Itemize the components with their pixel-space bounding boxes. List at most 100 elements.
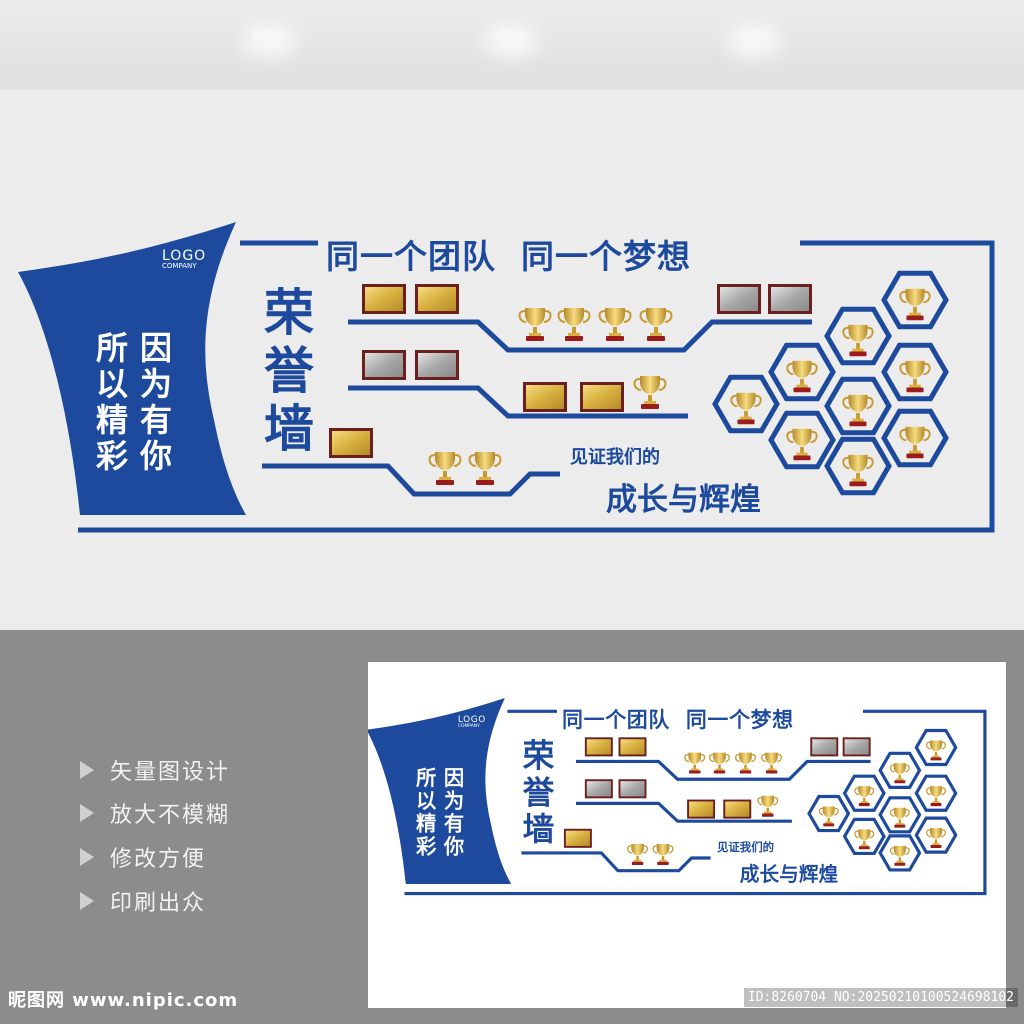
shelf-3 <box>262 463 560 497</box>
slogan-col-2: 因为有你 <box>140 329 173 475</box>
play-arrow-icon <box>80 804 94 822</box>
trophy-icon <box>854 829 875 850</box>
trophy-icon <box>761 752 782 774</box>
trophy-icon <box>899 360 931 393</box>
hexagon-frame <box>881 408 949 468</box>
trophy-icon <box>899 288 931 321</box>
gold-plaque-icon <box>584 737 613 757</box>
trophy-icon <box>468 452 502 485</box>
trophy-icon <box>889 763 910 784</box>
trophy-icon <box>926 828 946 848</box>
hexagon-frame <box>878 796 922 834</box>
slogan-col-1: 所以精彩 <box>96 329 129 475</box>
top-title: 同一个团队 同一个梦想 <box>562 707 794 733</box>
trophy-icon <box>786 428 818 461</box>
hexagon-frame <box>824 376 892 436</box>
shelf-1 <box>348 319 812 353</box>
hexagon-frame <box>712 374 780 434</box>
trophy-icon <box>518 308 552 341</box>
trophy-icon <box>709 752 730 774</box>
trophy-icon <box>730 392 762 425</box>
play-arrow-icon <box>80 892 94 910</box>
hexagon-frame <box>768 342 836 402</box>
growth-line: 成长与辉煌 <box>739 863 839 886</box>
shelf-2 <box>348 385 688 419</box>
hexagon-frame <box>878 834 922 872</box>
trophy-icon <box>428 452 462 485</box>
trophy-icon <box>627 844 649 865</box>
main-title: 荣誉墙 <box>264 283 314 458</box>
gold-plaque-icon <box>523 382 567 412</box>
logo: LOGO COMPANY <box>162 248 207 270</box>
trophy-icon <box>633 376 667 409</box>
honor-wall-main: LOGO COMPANY 所以精彩 因为有你 荣誉墙 同一个团队 同一个梦想 见… <box>18 222 995 533</box>
hexagon-frame <box>881 270 949 330</box>
witness-line: 见证我们的 <box>716 840 775 855</box>
slogan-col-1: 所以精彩 <box>415 765 437 859</box>
trophy-icon <box>899 426 931 459</box>
hexagon-frame <box>824 436 892 496</box>
hexagon-frame <box>842 817 886 856</box>
blue-banner <box>18 222 246 515</box>
trophy-icon <box>818 806 839 827</box>
feature-item: 放大不模糊 <box>80 797 230 829</box>
trophy-icon <box>889 845 910 866</box>
blue-banner <box>368 697 512 885</box>
trophy-icon <box>842 454 874 487</box>
spotlight-right-icon <box>737 30 771 40</box>
honor-wall-artwork-small <box>368 697 987 896</box>
hexagon-frame <box>768 410 836 470</box>
play-arrow-icon <box>80 761 94 779</box>
honor-wall-artwork <box>18 222 995 533</box>
gold-plaque-icon <box>687 799 716 819</box>
trophy-icon <box>639 308 673 341</box>
top-title: 同一个团队 同一个梦想 <box>326 237 691 276</box>
silver-plaque-icon <box>842 737 871 757</box>
slogan-col-2: 因为有你 <box>443 765 465 859</box>
frame-top-line <box>78 240 995 533</box>
feature-item: 印刷出众 <box>80 885 206 917</box>
trophy-icon <box>684 752 706 774</box>
trophy-icon <box>926 740 946 761</box>
trophy-icon <box>854 786 875 807</box>
hexagon-frame <box>914 816 958 854</box>
growth-line: 成长与辉煌 <box>606 482 761 518</box>
honor-wall-preview: LOGO COMPANY 所以精彩 因为有你 荣誉墙 同一个团队 同一个梦想 见… <box>368 662 1005 957</box>
gold-plaque-icon <box>415 284 459 314</box>
gold-plaque-icon <box>618 737 647 757</box>
design-preview: LOGO COMPANY 所以精彩 因为有你 荣誉墙 同一个团队 同一个梦想 见… <box>368 662 1006 1008</box>
gold-plaque-icon <box>580 382 624 412</box>
hexagon-frame <box>824 306 892 366</box>
logo: LOGO COMPANY <box>457 714 486 729</box>
frame-top-line <box>404 709 987 896</box>
silver-plaque-icon <box>618 779 647 799</box>
feature-item: 修改方便 <box>80 841 206 873</box>
site-watermark: 昵图网 www.nipic.com <box>8 990 239 1011</box>
play-arrow-icon <box>80 848 94 866</box>
main-title: 荣誉墙 <box>522 736 555 848</box>
silver-plaque-icon <box>362 350 406 380</box>
trophy-icon <box>557 308 591 341</box>
hexagon-frame <box>807 794 851 833</box>
gold-plaque-icon <box>723 799 752 819</box>
shelf-2 <box>575 801 792 823</box>
gold-plaque-icon <box>563 828 592 848</box>
image-id: ID:8260704 NO:20250210100524698102 <box>743 988 1018 1007</box>
gold-plaque-icon <box>362 284 406 314</box>
hexagon-frame <box>881 342 949 402</box>
silver-plaque-icon <box>415 350 459 380</box>
trophy-icon <box>652 844 674 865</box>
silver-plaque-icon <box>717 284 761 314</box>
gold-plaque-icon <box>329 428 373 458</box>
trophy-icon <box>842 394 874 427</box>
trophy-icon <box>757 795 779 817</box>
spotlight-center-icon <box>494 30 528 40</box>
silver-plaque-icon <box>810 737 839 757</box>
hexagon-frame <box>914 774 958 812</box>
trophy-icon <box>842 324 874 357</box>
trophy-icon <box>598 308 632 341</box>
shelf-3 <box>521 851 711 873</box>
silver-plaque-icon <box>768 284 812 314</box>
hexagon-frame <box>842 774 886 812</box>
witness-line: 见证我们的 <box>570 447 660 468</box>
